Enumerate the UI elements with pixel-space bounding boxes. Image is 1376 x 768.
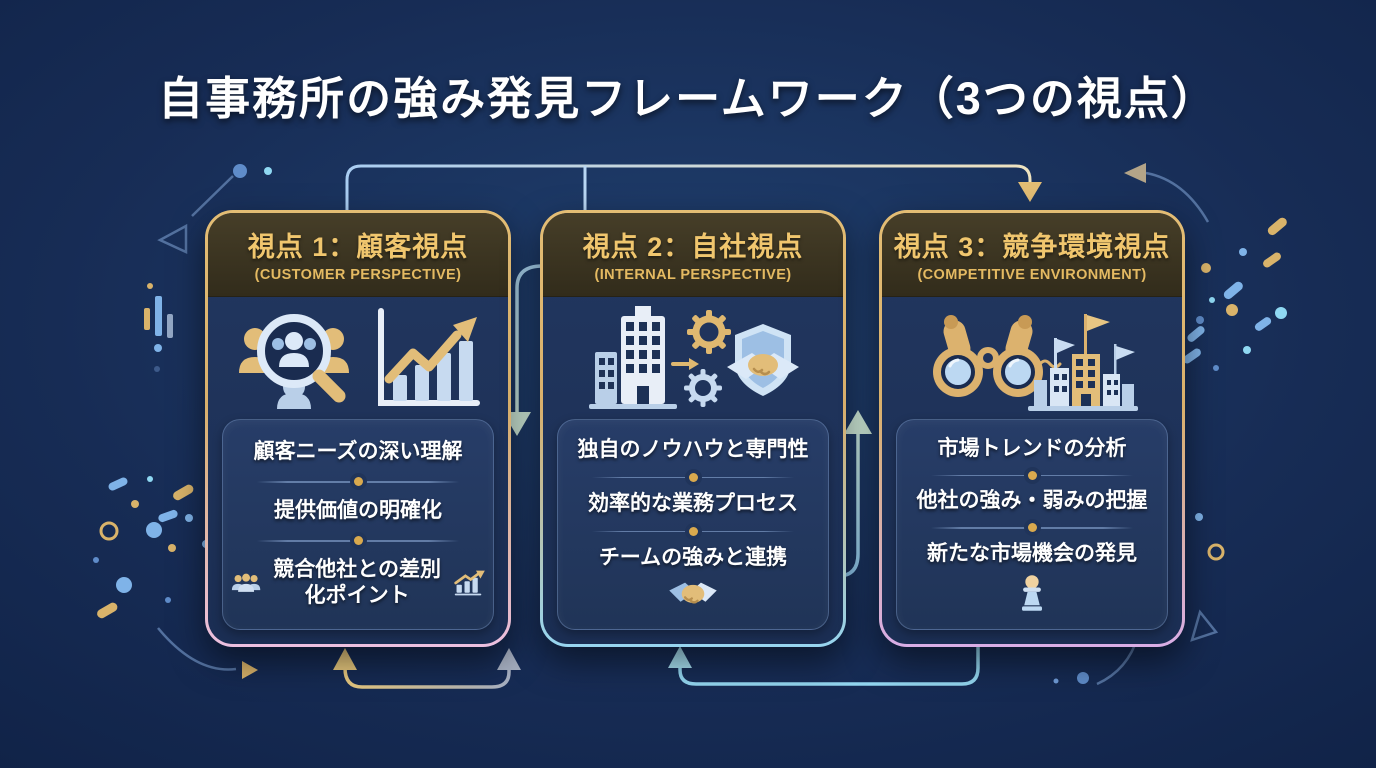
item-text: 顧客ニーズの深い理解: [253, 440, 463, 464]
binoculars-icon: [933, 314, 1138, 411]
arrow-up-icon: [497, 648, 521, 670]
shield-handshake: [727, 324, 799, 396]
divider-dot-icon: [353, 477, 363, 487]
item-text: 他社の強み・弱みの把握: [916, 489, 1148, 513]
item-text: チームの強みと連携: [598, 545, 788, 569]
process-arrow: [671, 358, 699, 370]
gear-blue: [684, 369, 722, 407]
list-item: 競合他社との差別化ポイント: [231, 557, 485, 610]
divider-dot-icon: [353, 536, 363, 546]
city-flags: [1028, 314, 1138, 411]
list-item: 顧客ニーズの深い理解: [231, 439, 485, 465]
divider: [592, 526, 794, 536]
top-flow-connector: [345, 164, 1042, 212]
card-heading: 視点 3：競争環境視点: [893, 232, 1171, 262]
item-text: 新たな市場機会の発見: [927, 541, 1137, 565]
card-competitive-environment: 視点 3：競争環境視点 (COMPETITIVE ENVIRONMENT): [879, 210, 1185, 647]
divider-dot-icon: [1027, 470, 1037, 480]
arrow-outline-icon: [1190, 609, 1219, 642]
customer-icon-row: [208, 297, 508, 419]
item-text: 独自のノウハウと専門性: [577, 437, 809, 461]
customer-search-icon: [239, 314, 349, 409]
item-text: 効率的な業務プロセス: [588, 491, 798, 515]
office-building-icon: [589, 306, 799, 409]
divider: [931, 523, 1133, 533]
list-item: 新たな市場機会の発見: [905, 541, 1159, 567]
list-item: 効率的な業務プロセス: [566, 491, 820, 517]
mini-growth-chart-icon: [454, 571, 485, 596]
bottom-right-flow-connector: [668, 646, 980, 686]
mini-bars-decoration: [144, 283, 173, 372]
card-header: 視点 1：顧客視点 (CUSTOMER PERSPECTIVE): [208, 213, 508, 297]
divider-dot-icon: [688, 472, 698, 482]
customer-items-panel: 顧客ニーズの深い理解 提供価値の明確化 競合他社との: [222, 419, 494, 630]
internal-icon-row: [543, 297, 843, 419]
competitive-items-panel: 市場トレンドの分析 他社の強み・弱みの把握 新たな市場機会の発見: [896, 419, 1168, 630]
card-customer-perspective: 視点 1：顧客視点 (CUSTOMER PERSPECTIVE): [205, 210, 511, 647]
people-icon: [231, 574, 261, 593]
card-subheading: (COMPETITIVE ENVIRONMENT): [917, 267, 1147, 283]
competitive-icon-row: [882, 297, 1182, 419]
card-heading: 視点 1：顧客視点: [247, 232, 469, 262]
divider: [592, 472, 794, 482]
list-item: 他社の強み・弱みの把握: [905, 488, 1159, 514]
arrow-up-icon: [333, 648, 357, 670]
arrow-outline-icon: [157, 223, 188, 254]
list-item: チームの強みと連携: [566, 545, 820, 571]
confetti-right: [1183, 217, 1287, 561]
card-subheading: (CUSTOMER PERSPECTIVE): [254, 267, 462, 283]
arrow-down-icon: [1018, 182, 1042, 202]
confetti-left: [93, 476, 210, 619]
bottom-left-flow-connector: [333, 648, 521, 689]
divider: [931, 470, 1133, 480]
building: [589, 306, 677, 409]
divider-dot-icon: [1027, 523, 1037, 533]
item-text: 競合他社との差別化ポイント: [273, 558, 442, 608]
divider-dot-icon: [688, 526, 698, 536]
item-text: 提供価値の明確化: [274, 499, 442, 523]
card-header: 視点 3：競争環境視点 (COMPETITIVE ENVIRONMENT): [882, 213, 1182, 297]
arrow-left-icon: [1124, 163, 1146, 183]
list-item: 市場トレンドの分析: [905, 436, 1159, 462]
card-header: 視点 2：自社視点 (INTERNAL PERSPECTIVE): [543, 213, 843, 297]
binoculars: [933, 315, 1062, 397]
card-internal-perspective: 視点 2：自社視点 (INTERNAL PERSPECTIVE): [540, 210, 846, 647]
card-subheading: (INTERNAL PERSPECTIVE): [594, 267, 792, 283]
page-title: 自事務所の強み発見フレームワーク（3つの視点）: [158, 73, 1218, 124]
arrow-right-icon: [242, 661, 258, 679]
gear-gold: [687, 310, 731, 354]
list-item: 独自のノウハウと専門性: [566, 437, 820, 463]
item-text: 市場トレンドの分析: [937, 437, 1127, 461]
divider: [257, 477, 459, 487]
chess-pawn-icon: [905, 573, 1159, 613]
card-heading: 視点 2：自社視点: [582, 232, 804, 262]
growth-chart-icon: [378, 308, 480, 406]
arrow-up-icon: [844, 410, 872, 434]
divider: [257, 536, 459, 546]
arrow-up-icon: [668, 646, 692, 668]
handshake-icon: [566, 578, 820, 612]
list-item: 提供価値の明確化: [231, 498, 485, 524]
internal-items-panel: 独自のノウハウと専門性 効率的な業務プロセス チームの強みと連携: [557, 419, 829, 630]
